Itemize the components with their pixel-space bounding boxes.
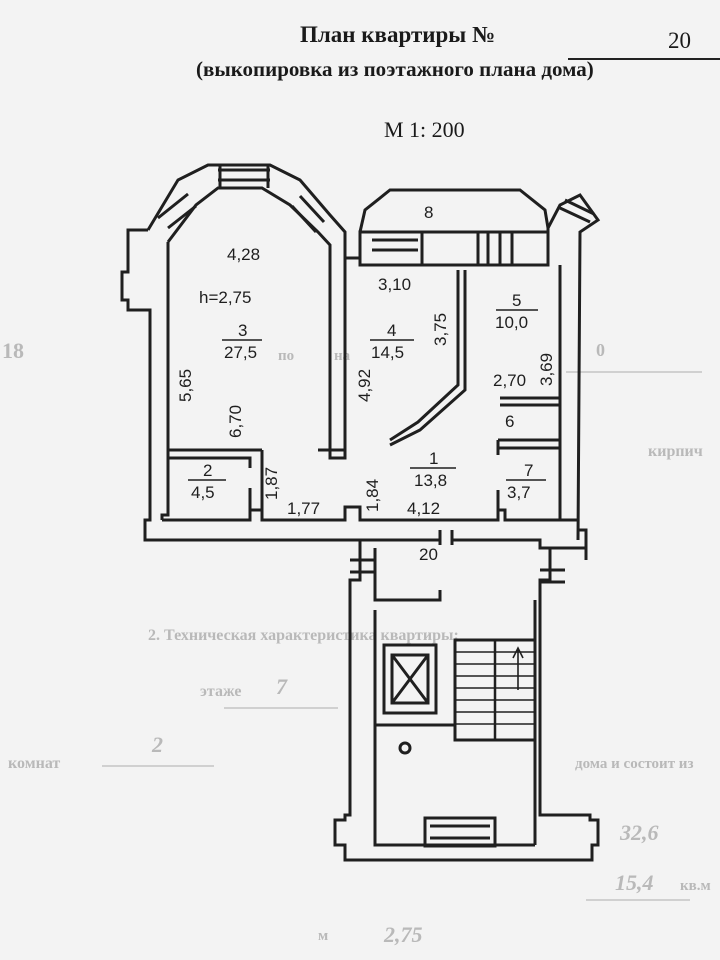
- room-area: 10,0: [495, 313, 528, 332]
- ghost-text: 15,4: [615, 870, 654, 895]
- dimension-label: 1,87: [262, 467, 281, 500]
- ghost-text: м: [318, 928, 328, 944]
- stairwell-label: 20: [419, 545, 438, 564]
- room-area: 14,5: [371, 343, 404, 362]
- page-title: План квартиры №: [300, 22, 496, 47]
- dimension-label: 6,70: [226, 405, 245, 438]
- dimension-label: 4,12: [407, 499, 440, 518]
- ghost-text: дома и состоит из: [575, 756, 693, 772]
- dimension-label: 5,65: [176, 369, 195, 402]
- room-number: 6: [505, 412, 514, 431]
- ghost-text: 32,6: [619, 820, 659, 845]
- apartment-walls: [120, 163, 601, 560]
- ghost-text: 7: [276, 674, 288, 699]
- ghost-text: 0: [596, 340, 605, 360]
- ghost-text: 2. Техническая характеристика квартиры:: [148, 627, 459, 644]
- room-number: 7: [524, 461, 533, 480]
- ghost-text: этаже: [200, 683, 241, 700]
- room-number: 1: [429, 449, 438, 468]
- dimension-label: 4,28: [227, 245, 260, 264]
- room-number: 4: [387, 321, 396, 340]
- room-area: 4,5: [191, 483, 215, 502]
- room-area: 27,5: [224, 343, 257, 362]
- apartment-number-underline: [568, 58, 720, 60]
- room-number: 3: [238, 321, 247, 340]
- dimension-label: 4,92: [355, 369, 374, 402]
- ghost-text: 2: [151, 732, 163, 757]
- room-area: 3,7: [507, 483, 531, 502]
- room-area: 13,8: [414, 471, 447, 490]
- ghost-text: на: [334, 348, 351, 364]
- stair-treads: [455, 640, 535, 740]
- ghost-text: кв.м: [680, 878, 711, 894]
- background-text: 0 по на 18 кирпич 2. Техническая характе…: [2, 338, 711, 947]
- dimension-label: 2,70: [493, 371, 526, 390]
- scale-label: М 1: 200: [384, 117, 465, 142]
- room-number: 5: [512, 291, 521, 310]
- dimension-label: 3,69: [537, 353, 556, 386]
- dimension-label: 1,84: [363, 479, 382, 512]
- ghost-text: кирпич: [648, 443, 703, 460]
- ghost-text: 2,75: [383, 922, 423, 947]
- dimension-label: 1,77: [287, 499, 320, 518]
- dimension-label: 3,10: [378, 275, 411, 294]
- dimension-label: 3,75: [431, 313, 450, 346]
- ghost-text: комнат: [8, 755, 60, 772]
- room-labels: 4,28 h=2,75 3 27,5 5,65 6,70 3,10 3,75 4…: [176, 203, 556, 564]
- room-number: 2: [203, 461, 212, 480]
- ghost-text: по: [278, 348, 294, 364]
- page-subtitle: (выкопировка из поэтажного плана дома): [196, 57, 594, 81]
- ghost-text: 18: [2, 338, 24, 363]
- ceiling-height-label: h=2,75: [199, 288, 251, 307]
- room-number: 8: [424, 203, 433, 222]
- apartment-number: 20: [668, 28, 691, 53]
